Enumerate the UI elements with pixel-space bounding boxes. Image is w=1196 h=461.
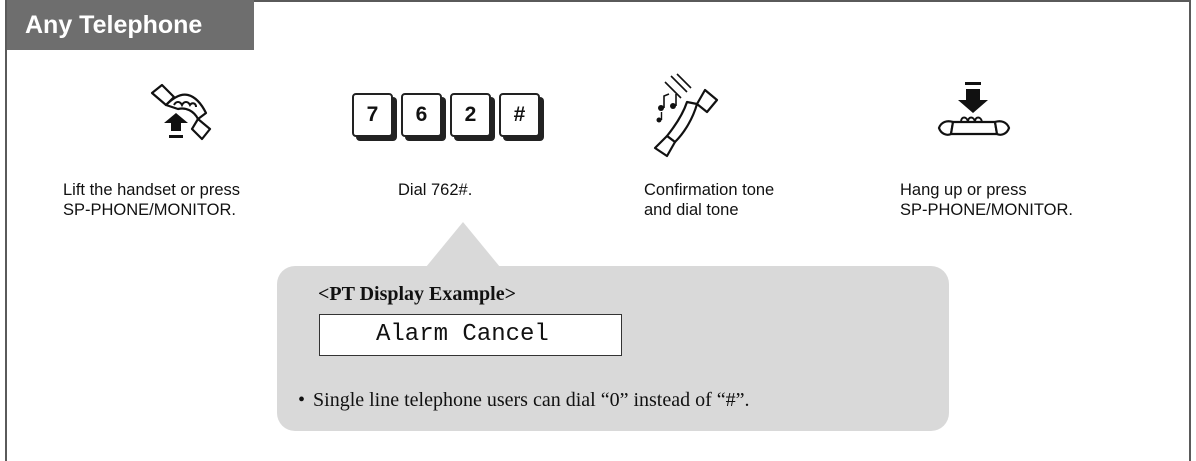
note-text: • Single line telephone users can dial “0… <box>298 387 750 413</box>
lift-handset-icon <box>150 83 212 141</box>
step-3-line-2: and dial tone <box>644 201 739 219</box>
step-3-line-1: Confirmation tone <box>644 181 775 199</box>
pt-display: Alarm Cancel <box>319 314 622 356</box>
step-1-line-2: SP-PHONE/MONITOR. <box>63 201 236 219</box>
key-2: 2 <box>450 93 491 137</box>
callout-title: <PT Display Example> <box>318 283 517 305</box>
section-title: Any Telephone <box>7 0 254 50</box>
callout-pointer <box>426 222 500 267</box>
step-2-line-1: Dial 762#. <box>398 181 473 199</box>
keypad-icon: 7 6 2 # <box>352 93 540 145</box>
key-hash: # <box>499 93 540 137</box>
confirmation-tone-handset-icon <box>653 73 719 158</box>
step-4-line-2: SP-PHONE/MONITOR. <box>900 201 1073 219</box>
note-bullet: • <box>298 389 306 411</box>
key-6: 6 <box>401 93 442 137</box>
key-7: 7 <box>352 93 393 137</box>
step-3-label: Confirmation tone and dial tone <box>644 180 774 220</box>
hang-up-icon <box>937 82 1011 136</box>
step-4-line-1: Hang up or press <box>900 181 1027 199</box>
step-2-label: Dial 762#. <box>398 180 472 200</box>
step-1-label: Lift the handset or press SP-PHONE/MONIT… <box>63 180 240 220</box>
step-1-line-1: Lift the handset or press <box>63 181 241 199</box>
step-4-label: Hang up or press SP-PHONE/MONITOR. <box>900 180 1073 220</box>
header-rule <box>254 0 1189 2</box>
note-body: Single line telephone users can dial “0”… <box>313 389 750 411</box>
